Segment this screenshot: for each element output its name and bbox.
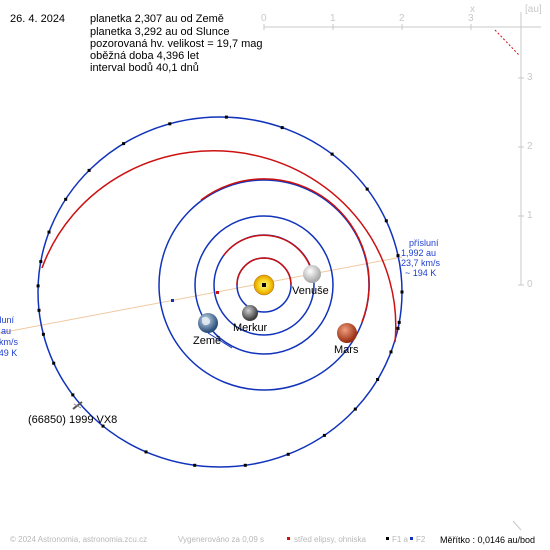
earth-planet	[198, 313, 233, 349]
unit-label: [au]	[525, 4, 542, 15]
orbit-point	[71, 393, 75, 397]
mars-label: Mars	[334, 344, 359, 356]
generated-text: Vygenerováno za 0,09 s	[178, 535, 264, 544]
orbit-point	[389, 350, 393, 354]
orbit-point	[52, 361, 56, 365]
info-line-period: oběžná doba 4,396 let	[90, 50, 199, 62]
mars-planet	[337, 323, 357, 343]
legend-center-square	[287, 537, 290, 540]
aphelion-info: odsluní 4,75 au 9,0 km/s ~ 149 K	[0, 0, 40, 380]
legend-f1-text: F1 a	[392, 535, 409, 544]
x-axis-label: x	[470, 4, 475, 15]
corner-mark	[512, 520, 522, 531]
mercury-planet	[242, 305, 258, 321]
perihelion-temp: ~ 194 K	[405, 268, 437, 278]
x-tick-2: 2	[399, 13, 405, 24]
asteroid-label: (66850) 1999 VX8	[28, 414, 118, 426]
copyright-text: © 2024 Astronomia, astronomia.zcu.cz	[10, 535, 148, 544]
orbit-point	[280, 126, 284, 130]
info-line-magnitude: pozorovaná hv. velikost = 19,7 mag	[90, 38, 263, 50]
asteroid-marker	[72, 401, 83, 410]
venus-orbit	[213, 234, 315, 336]
info-line-sun-distance: planetka 3,292 au od Slunce	[90, 26, 230, 38]
orbit-point	[376, 378, 380, 381]
legend-center-text: střed elipsy, ohniska	[294, 535, 366, 544]
orbit-point	[36, 284, 40, 288]
info-line-earth-distance: planetka 2,307 au od Země	[90, 13, 224, 25]
perihelion-distance: 1,992 au	[401, 248, 437, 258]
legend-f1-square	[386, 537, 389, 540]
x-tick-1: 1	[330, 13, 336, 24]
orbit-point	[122, 142, 126, 146]
orbit-point	[144, 450, 148, 454]
ellipse-center-marker	[216, 291, 219, 294]
orbit-point	[353, 407, 357, 411]
earth-label: Země	[193, 335, 222, 347]
orbit-point	[322, 433, 326, 437]
sun	[253, 274, 275, 296]
aphelion-distance: 4,75 au	[0, 326, 12, 336]
orbit-point	[87, 168, 91, 172]
orbit-point	[64, 197, 68, 201]
orbit-point	[39, 260, 43, 264]
aphelion-speed: 9,0 km/s	[0, 337, 19, 347]
venus-label: Venuše	[292, 285, 329, 297]
orbit-point	[101, 424, 105, 428]
y-tick-2: 2	[527, 141, 533, 152]
earth-orbit	[194, 215, 334, 355]
venus-planet	[303, 265, 321, 283]
orbit-points	[36, 115, 404, 467]
mercury-label: Merkur	[233, 322, 268, 334]
perihelion-title: přísluní	[409, 238, 439, 248]
direction-line	[494, 29, 520, 56]
orbit-point	[396, 254, 400, 258]
x-tick-3: 3	[468, 13, 474, 24]
x-axis	[263, 24, 541, 30]
mercury-orbit	[236, 257, 292, 313]
info-line-interval: interval bodů 40,1 dnů	[90, 62, 199, 74]
orbit-point	[330, 152, 334, 156]
legend-f2-square	[410, 537, 413, 540]
focus-f2-marker	[171, 299, 174, 302]
orbit-point	[400, 290, 404, 294]
date-label: 26. 4. 2024	[10, 13, 66, 25]
orbit-point	[396, 326, 400, 330]
orbit-point	[224, 115, 228, 119]
orbit-point	[37, 308, 41, 312]
orbit-point	[41, 332, 45, 336]
legend-f2-text: F2	[416, 535, 426, 544]
aphelion-temp: ~ 149 K	[0, 348, 18, 358]
aphelion-title: odsluní	[0, 315, 15, 325]
orbit-point	[286, 452, 290, 456]
orbit-point	[397, 320, 401, 324]
x-tick-0: 0	[261, 13, 267, 24]
orbit-point	[384, 219, 388, 223]
orbit-point	[168, 122, 172, 126]
mars-orbit	[158, 178, 370, 391]
y-tick-0: 0	[527, 279, 533, 290]
orbit-point	[47, 230, 51, 234]
scale-text: Měřítko : 0,0146 au/bod	[440, 535, 536, 545]
y-tick-1: 1	[527, 210, 533, 221]
perihelion-speed: 23,7 km/s	[401, 258, 441, 268]
orbit-point	[193, 463, 197, 467]
y-tick-3: 3	[527, 72, 533, 83]
orbit-point	[365, 187, 369, 191]
y-axis	[518, 12, 524, 286]
orbit-point	[243, 463, 247, 467]
apsis-line	[0, 256, 403, 334]
